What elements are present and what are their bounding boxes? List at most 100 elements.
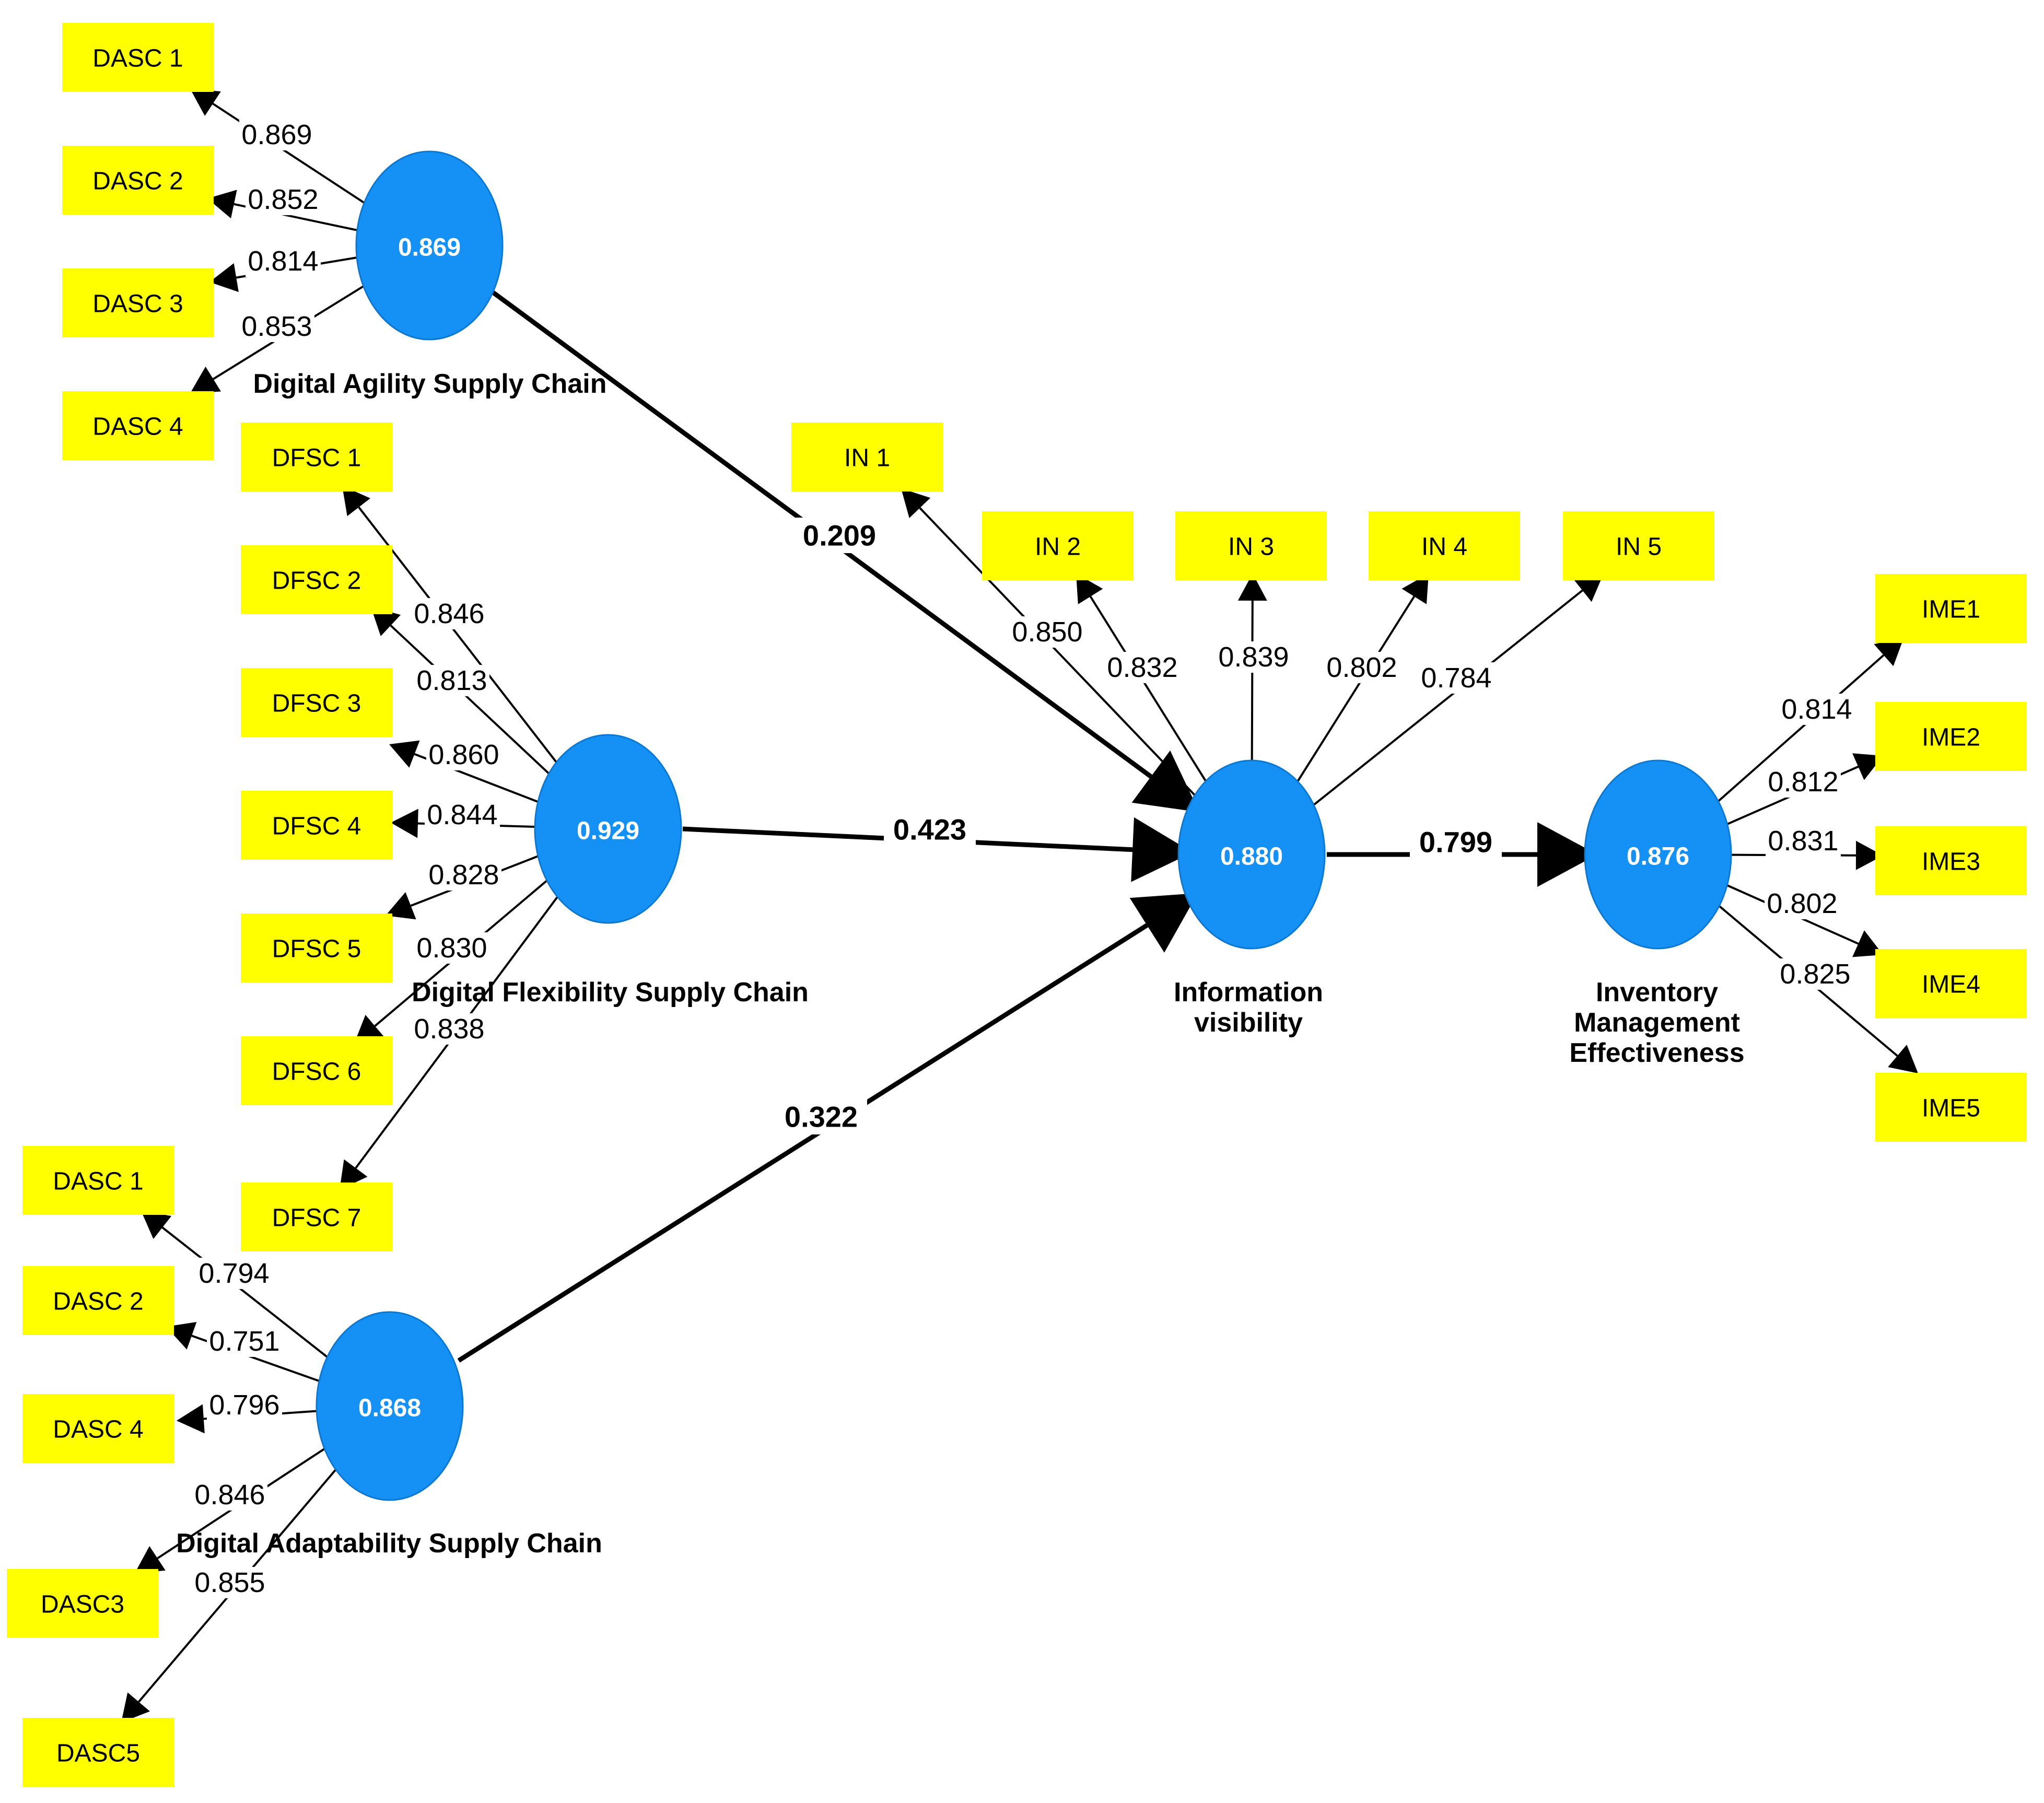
loading-label-bg bbox=[1765, 888, 1840, 919]
indicator-box bbox=[1875, 574, 2027, 643]
loading-line-iv-1 bbox=[919, 507, 1197, 798]
loading-dfsc-4-arrowhead bbox=[391, 809, 418, 838]
construct-r-square-value: 0.876 bbox=[1627, 843, 1689, 871]
indicator-label: DASC5 bbox=[56, 1740, 140, 1767]
loading-label-bg bbox=[207, 1389, 282, 1421]
outer-loading-value: 0.832 bbox=[1107, 652, 1177, 683]
indicator-label: IME5 bbox=[1922, 1095, 1980, 1122]
indicator-box bbox=[22, 1394, 174, 1463]
loading-label-bg bbox=[1419, 662, 1494, 694]
indicator-label: DFSC 1 bbox=[272, 444, 361, 472]
path-coefficient-bg bbox=[793, 518, 885, 553]
loading-label-bg bbox=[239, 311, 314, 342]
indicator-label: IN 3 bbox=[1228, 533, 1274, 561]
indicator-box bbox=[241, 668, 392, 737]
coefficient-labels: 0.8690.8520.8140.8530.8460.8130.8600.844… bbox=[176, 119, 1854, 1598]
loading-line-dasc_adapt-1 bbox=[161, 1226, 330, 1359]
indicator-label: DFSC 7 bbox=[272, 1204, 361, 1232]
indicator-box bbox=[1875, 1073, 2027, 1142]
indicator-box bbox=[1175, 511, 1327, 580]
indicator-box bbox=[1369, 511, 1520, 580]
loading-dasc_adapt-4-arrowhead bbox=[135, 1546, 166, 1573]
indicator-box bbox=[1563, 511, 1714, 580]
loading-iv-3-arrowhead bbox=[1237, 573, 1267, 601]
path-iv-to-ime-arrowhead bbox=[1537, 822, 1597, 887]
outer-loading-value: 0.850 bbox=[1012, 616, 1082, 648]
indicator-box bbox=[241, 914, 392, 982]
construct-iv bbox=[1177, 759, 1326, 950]
outer-loading-value: 0.869 bbox=[241, 119, 312, 150]
outer-loading-value: 0.751 bbox=[209, 1326, 279, 1357]
loading-label-bg bbox=[1010, 616, 1085, 648]
loading-dfsc-3-arrowhead bbox=[389, 740, 420, 768]
loading-dasc_adapt-3-arrowhead bbox=[177, 1404, 205, 1434]
indicator-box bbox=[241, 1036, 392, 1105]
loading-iv-1-arrowhead bbox=[901, 488, 931, 518]
loading-line-iv-3 bbox=[1251, 600, 1254, 763]
outer-loading-value: 0.846 bbox=[194, 1479, 265, 1511]
construct-name: Information bbox=[1174, 977, 1323, 1008]
construct-name: Digital Agility Supply Chain bbox=[253, 369, 607, 399]
construct-r-square-value: 0.880 bbox=[1220, 843, 1283, 871]
path-coefficient: 0.423 bbox=[893, 813, 966, 846]
loading-label-bg bbox=[192, 1479, 267, 1511]
outer-loading-value: 0.796 bbox=[209, 1389, 279, 1421]
indicator-label: DASC 2 bbox=[92, 168, 183, 195]
outer-loading-value: 0.846 bbox=[414, 598, 484, 629]
loading-label-bg bbox=[426, 859, 501, 891]
indicator-box bbox=[241, 791, 392, 860]
loading-iv-5-arrowhead bbox=[1573, 573, 1604, 602]
loading-line-dasc_agility-1 bbox=[212, 102, 366, 205]
outer-loading-value: 0.814 bbox=[248, 245, 318, 277]
indicator-box bbox=[62, 391, 214, 460]
indicator-label: IN 5 bbox=[1616, 533, 1662, 561]
construct-r-square-value: 0.869 bbox=[398, 234, 461, 262]
construct-name: Digital Flexibility Supply Chain bbox=[412, 977, 809, 1008]
loading-label-bg bbox=[425, 799, 500, 830]
indicator-box bbox=[1875, 702, 2027, 771]
loading-dasc_adapt-1-arrowhead bbox=[141, 1211, 172, 1239]
loading-label-bg bbox=[1766, 825, 1841, 857]
outer-loading-value: 0.813 bbox=[416, 665, 487, 696]
loading-label-bg bbox=[207, 1326, 282, 1357]
loading-iv-4-arrowhead bbox=[1401, 573, 1429, 604]
path-coefficient-bg bbox=[1410, 824, 1502, 860]
indicator-label: DFSC 5 bbox=[272, 935, 361, 963]
loading-ime-3-arrowhead bbox=[1855, 840, 1883, 870]
path-coefficient: 0.799 bbox=[1419, 826, 1492, 859]
indicator-label: IME4 bbox=[1922, 971, 1980, 999]
outer-loading-value: 0.831 bbox=[1768, 825, 1838, 857]
outer-loading-value: 0.853 bbox=[241, 311, 312, 342]
indicator-label: IME3 bbox=[1922, 848, 1980, 876]
outer-loading-value: 0.839 bbox=[1218, 641, 1289, 673]
indicator-label: IN 4 bbox=[1421, 533, 1467, 561]
indicator-box bbox=[1875, 949, 2027, 1018]
path-coefficient: 0.209 bbox=[803, 519, 876, 552]
indicator-label: IME2 bbox=[1922, 724, 1980, 752]
loading-line-dfsc-2 bbox=[390, 625, 551, 776]
indicator-label: DASC 1 bbox=[53, 1168, 143, 1196]
loading-label-bg bbox=[246, 245, 321, 277]
construct-ime bbox=[1584, 759, 1732, 950]
loading-dasc_agility-1-arrowhead bbox=[190, 89, 221, 116]
outer-loading-value: 0.794 bbox=[198, 1258, 269, 1289]
construct-dfsc bbox=[534, 734, 682, 924]
indicator-box bbox=[7, 1569, 158, 1638]
indicator-box bbox=[22, 1146, 174, 1215]
outer-loading-value: 0.828 bbox=[428, 859, 499, 891]
indicator-label: DASC 1 bbox=[92, 45, 183, 73]
indicator-box bbox=[791, 423, 943, 491]
loading-dasc_agility-4-arrowhead bbox=[190, 366, 221, 393]
construct-name: Management bbox=[1574, 1008, 1740, 1038]
loading-dasc_agility-3-arrowhead bbox=[209, 263, 239, 292]
outer-loading-value: 0.855 bbox=[194, 1567, 265, 1598]
indicator-label: DASC3 bbox=[41, 1591, 124, 1619]
loading-label-bg bbox=[196, 1258, 272, 1289]
path-dasc_adapt-to-iv-arrowhead bbox=[1129, 893, 1198, 953]
outer-loading-value: 0.825 bbox=[1780, 958, 1850, 990]
indicator-label: DASC 4 bbox=[92, 413, 183, 441]
outer-loading-value: 0.852 bbox=[248, 184, 318, 215]
indicator-box bbox=[62, 146, 214, 215]
indicator-box bbox=[982, 511, 1134, 580]
